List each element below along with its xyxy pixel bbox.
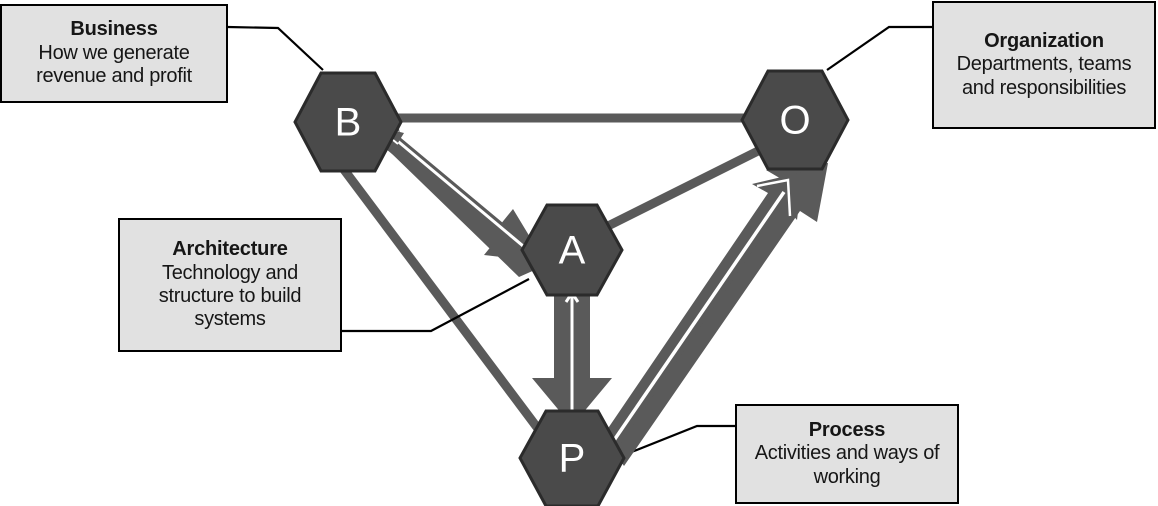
callout-process-title: Process [808, 418, 886, 441]
node-business[interactable]: B [293, 71, 403, 173]
callout-organization-desc: Departments, teams and responsibilities [956, 53, 1132, 99]
callout-architecture-desc: Technology and structure to build system… [158, 261, 302, 331]
callout-organization[interactable]: Organization Departments, teams and resp… [932, 1, 1156, 129]
node-label-p: P [559, 437, 586, 481]
leader-line-group [227, 25, 932, 457]
connector-p-o [596, 163, 828, 466]
callout-architecture-title: Architecture [172, 238, 288, 261]
arrow-b-a-gap [393, 136, 542, 263]
leader-line-organization [826, 25, 932, 71]
callout-business-desc: How we generate revenue and profit [36, 41, 192, 88]
connector-a-p [532, 288, 612, 426]
arrow-p-o-head-outline [756, 178, 792, 217]
node-group: B O A P [293, 69, 850, 506]
arrow-p-to-o [604, 163, 828, 466]
callout-process-desc: Activities and ways of working [754, 442, 940, 488]
arrow-p-o-gap [604, 191, 786, 453]
hexagon-p[interactable] [518, 409, 626, 506]
leader-line-process [623, 424, 735, 457]
connector-group-plain [329, 113, 795, 441]
node-label-b: B [335, 101, 362, 145]
hexagon-o[interactable] [740, 69, 850, 171]
callout-business-title: Business [70, 18, 158, 41]
connector-b-p [329, 152, 549, 441]
arrow-a-to-b-body [389, 139, 546, 277]
callout-business[interactable]: Business How we generate revenue and pro… [0, 4, 228, 103]
hexagon-b[interactable] [293, 71, 403, 173]
node-process[interactable]: P [518, 409, 626, 506]
leader-line-business [227, 25, 324, 71]
node-organization[interactable]: O [740, 69, 850, 171]
node-label-a: A [559, 229, 586, 273]
callout-architecture[interactable]: Architecture Technology and structure to… [118, 218, 342, 352]
node-architecture[interactable]: A [520, 203, 624, 297]
node-label-o: O [779, 99, 810, 143]
callout-process[interactable]: Process Activities and ways of working [735, 404, 959, 504]
connector-a-o [593, 135, 783, 237]
hexagon-a[interactable] [520, 203, 624, 297]
leader-line-architecture [342, 278, 530, 333]
callout-organization-title: Organization [984, 29, 1104, 52]
